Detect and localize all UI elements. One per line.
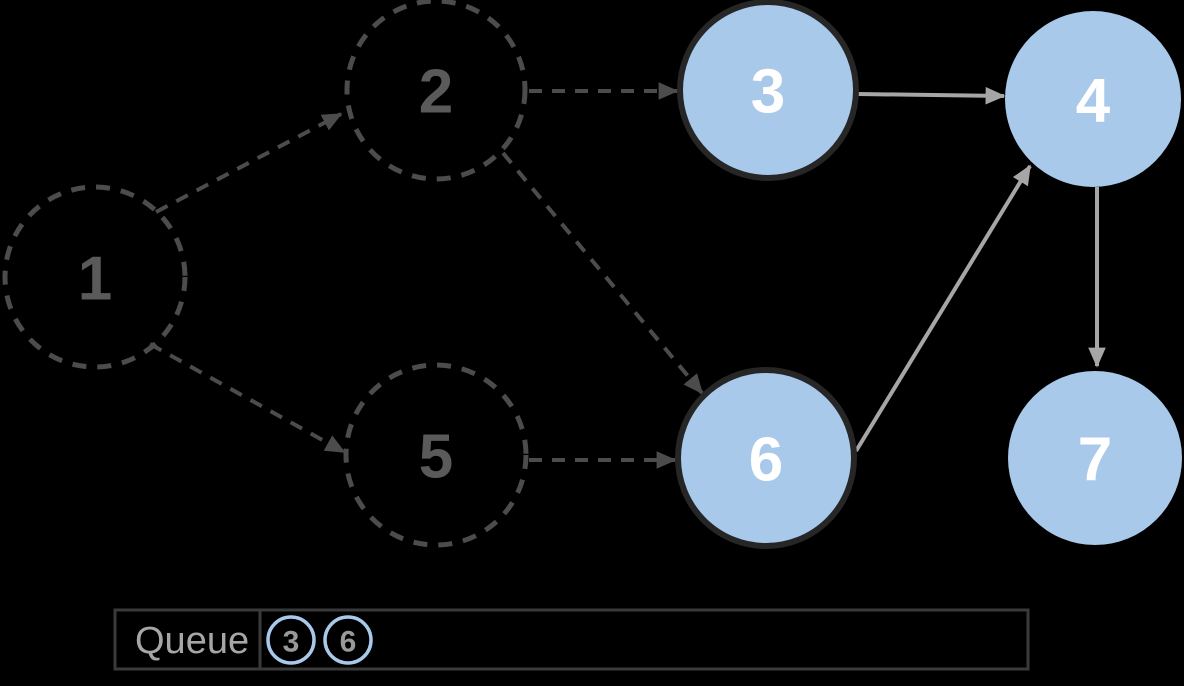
queue-label: Queue — [135, 620, 249, 662]
queue-item-3: 3 — [266, 615, 316, 665]
queue-item-circle-3 — [266, 615, 316, 665]
node-6: 6 — [675, 367, 857, 549]
node-circle-6 — [675, 367, 857, 549]
node-circle-7 — [1008, 371, 1182, 545]
node-5: 5 — [343, 362, 529, 548]
edge-2-6 — [501, 151, 704, 395]
nodes-layer: 1 2 3 4 5 6 7 — [2, 0, 1182, 549]
node-label-3: 3 — [751, 58, 785, 127]
node-label-5: 5 — [419, 423, 453, 492]
node-2: 2 — [344, 0, 528, 182]
node-3: 3 — [677, 0, 859, 181]
node-label-7: 7 — [1078, 426, 1112, 495]
queue-item-6: 6 — [323, 615, 373, 665]
node-label-1: 1 — [78, 245, 112, 314]
node-label-2: 2 — [419, 58, 453, 127]
node-1: 1 — [2, 184, 188, 370]
node-circle-2 — [344, 0, 528, 182]
edge-6-4 — [854, 164, 1032, 453]
queue-item-label-6: 6 — [340, 626, 357, 659]
queue-item-circle-6 — [323, 615, 373, 665]
queue-box — [113, 608, 1030, 671]
edge-1-2 — [155, 112, 343, 214]
node-circle-4 — [1005, 11, 1181, 187]
node-4: 4 — [1005, 11, 1181, 187]
node-circle-5 — [343, 362, 529, 548]
queue-frame — [113, 608, 1030, 671]
edge-1-5 — [149, 342, 346, 454]
node-circle-1 — [2, 184, 188, 370]
edges-layer — [149, 82, 1106, 469]
node-label-6: 6 — [749, 426, 783, 495]
node-label-4: 4 — [1076, 67, 1111, 136]
node-7: 7 — [1008, 371, 1182, 545]
edge-3-4 — [857, 86, 1006, 105]
queue-item-label-3: 3 — [283, 626, 300, 659]
node-circle-3 — [677, 0, 859, 181]
